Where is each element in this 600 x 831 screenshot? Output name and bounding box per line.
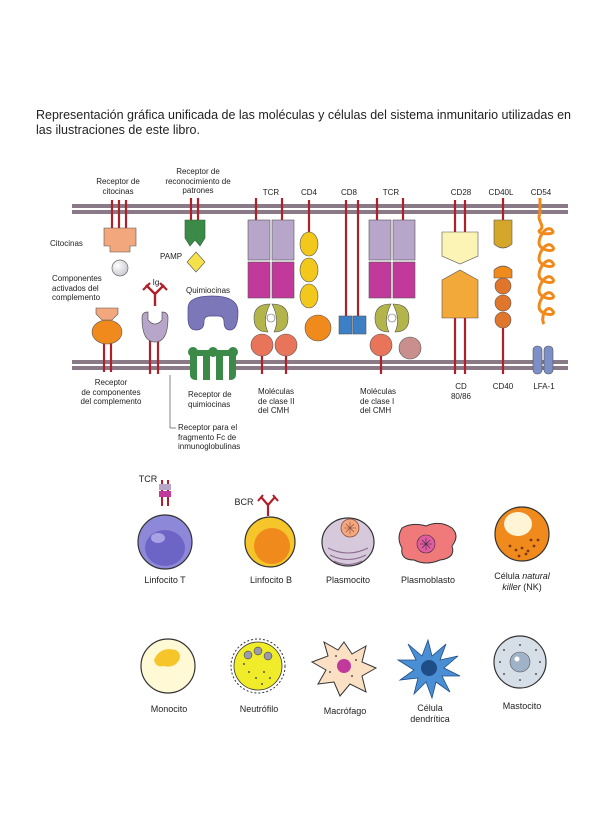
cd40l bbox=[493, 198, 513, 249]
pattern-recognition-receptor bbox=[184, 198, 206, 247]
label-cell-tcr: TCR bbox=[138, 474, 158, 484]
label-mastocito: Mastocito bbox=[502, 701, 542, 711]
nk-cell bbox=[494, 506, 550, 562]
label-plasmoblasto: Plasmoblasto bbox=[400, 575, 456, 585]
neutrophil bbox=[230, 638, 286, 694]
label-tcr-a: TCR bbox=[262, 188, 280, 197]
cd54 bbox=[537, 198, 555, 325]
label-lfa-1: LFA-1 bbox=[533, 382, 555, 391]
immunoglobulin bbox=[142, 282, 168, 306]
t-lymphocyte bbox=[137, 480, 193, 570]
cd4 bbox=[299, 200, 332, 342]
label-citocinas: Citocinas bbox=[50, 239, 83, 248]
label-tcr-b: TCR bbox=[382, 188, 400, 197]
chemokine bbox=[187, 295, 239, 331]
label-cd8: CD8 bbox=[340, 188, 357, 197]
label-quimiocinas: Quimiocinas bbox=[186, 286, 231, 295]
label-cd54: CD54 bbox=[530, 188, 552, 197]
plasmoblast bbox=[398, 522, 457, 564]
label-linfocito-t: Linfocito T bbox=[144, 575, 186, 585]
complement-receptor bbox=[91, 319, 123, 372]
label-cell-bcr: BCR bbox=[234, 497, 254, 507]
lfa-1 bbox=[532, 345, 554, 375]
label-cd40: CD40 bbox=[492, 382, 514, 391]
label-cd28: CD28 bbox=[450, 188, 472, 197]
membrane-top bbox=[72, 204, 568, 214]
cytokine-receptor bbox=[103, 200, 137, 253]
pamp bbox=[186, 251, 206, 273]
plasmocyte bbox=[321, 517, 375, 567]
cd40 bbox=[493, 265, 513, 374]
tcr-molecule-a bbox=[247, 198, 295, 299]
mast-cell bbox=[493, 635, 547, 689]
label-cd40l: CD40L bbox=[488, 188, 514, 197]
tcr-molecule-b bbox=[368, 198, 416, 299]
intro-text: Representación gráfica unificada de las … bbox=[36, 108, 572, 137]
dendritic-cell bbox=[396, 638, 461, 700]
chemokine-receptor bbox=[188, 347, 238, 384]
label-neutrofilo: Neutrófilo bbox=[239, 704, 279, 714]
cytokine bbox=[111, 259, 129, 277]
label-ig: Ig bbox=[152, 278, 160, 287]
label-plasmocito: Plasmocito bbox=[325, 575, 370, 585]
label-macrofago: Macrófago bbox=[323, 706, 367, 716]
cd8 bbox=[338, 200, 367, 335]
fc-receptor bbox=[141, 311, 169, 374]
label-cd4: CD4 bbox=[300, 188, 317, 197]
cd28 bbox=[441, 200, 479, 265]
macrophage bbox=[310, 640, 378, 697]
label-pamp: PAMP bbox=[160, 252, 183, 261]
membrane-bottom bbox=[72, 360, 568, 370]
mhc-class-i bbox=[369, 303, 422, 374]
mhc-class-ii bbox=[250, 303, 298, 374]
b-lymphocyte bbox=[244, 494, 296, 568]
cd80-86 bbox=[441, 269, 479, 374]
label-monocito: Monocito bbox=[150, 704, 188, 714]
label-linfocito-b: Linfocito B bbox=[249, 575, 293, 585]
complement-component bbox=[95, 307, 119, 321]
monocyte bbox=[140, 638, 196, 694]
label-celula-nk: Célula natural killer (NK) bbox=[494, 571, 550, 592]
